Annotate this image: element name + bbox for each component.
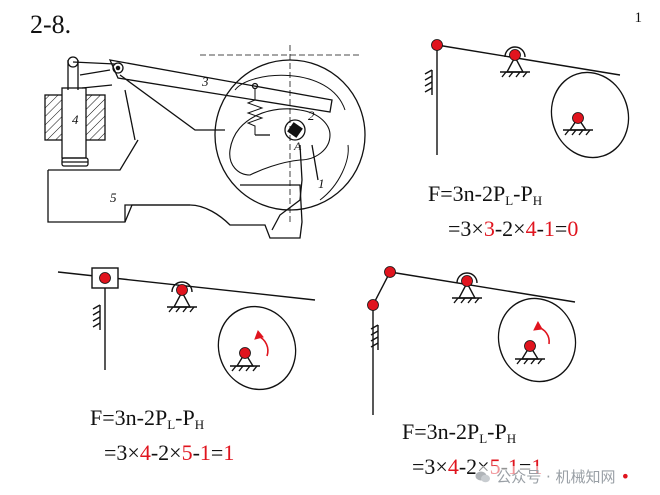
schematic-3 — [370, 271, 577, 415]
watermark-text: 公众号 · 机械知网 — [496, 468, 616, 486]
frame-body — [47, 170, 303, 239]
page-number: 1 — [634, 10, 643, 26]
formula-1: F=3n-2PL-PH =3×3-2×4-1=0 — [428, 180, 578, 243]
label-point-a: A — [293, 139, 302, 153]
label-part-4: 4 — [72, 112, 79, 127]
formula-3-line1: F=3n-2PL-PH — [402, 419, 517, 446]
cam-2 — [229, 108, 331, 176]
label-part-1: 1 — [318, 176, 325, 191]
schematic-3-joints — [367, 266, 536, 352]
label-link-3: 3 — [201, 74, 209, 89]
watermark-dot: • — [620, 467, 630, 486]
spring — [246, 88, 264, 135]
schematic-2-joints — [99, 272, 251, 359]
formula-2-line1: F=3n-2PL-PH — [90, 405, 205, 432]
formula-2: F=3n-2PL-PH =3×4-2×5-1=1 — [90, 404, 234, 467]
press-mechanism-drawing — [44, 45, 366, 239]
label-link-2: 2 — [308, 108, 315, 123]
label-frame-5: 5 — [110, 190, 117, 205]
schematic-1-joints — [431, 39, 584, 124]
page-title: 2-8. — [30, 10, 72, 39]
formula-2-line2: =3×4-2×5-1=1 — [104, 440, 235, 465]
formula-1-line2: =3×3-2×4-1=0 — [448, 216, 579, 241]
wechat-icon — [475, 471, 491, 482]
watermark: 公众号 · 机械知网 • — [475, 466, 630, 487]
schematic-1 — [424, 44, 630, 159]
formula-1-line1: F=3n-2PL-PH — [428, 181, 543, 208]
